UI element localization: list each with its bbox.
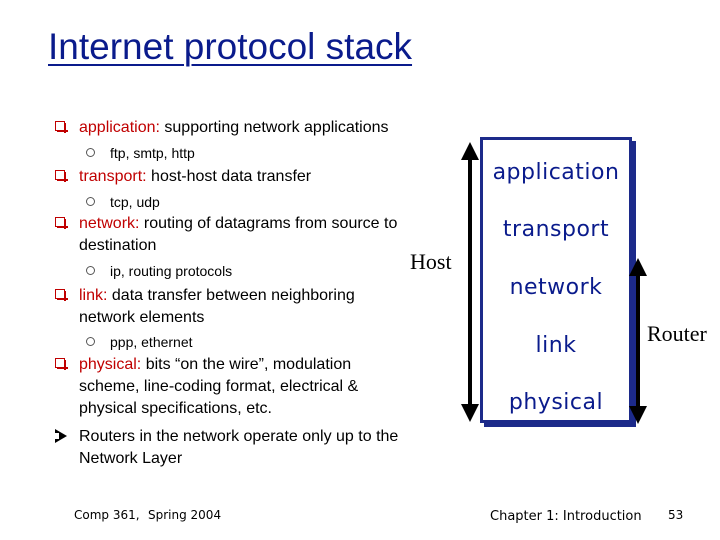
checkbox-bullet-icon: [55, 170, 68, 182]
router-note-text: Routers in the network operate only up t…: [79, 428, 399, 467]
circle-bullet-icon: [86, 197, 95, 206]
arrow-bullet-icon: [55, 429, 67, 443]
circle-bullet-icon: [86, 148, 95, 157]
host-span-arrow-icon: [461, 142, 479, 422]
layer-application: application: [492, 160, 620, 185]
bullet-text: supporting network applications: [159, 119, 389, 136]
layer-network: network: [509, 275, 603, 300]
footer-term: Spring 2004: [148, 508, 222, 522]
sub-bullet-text: ip, routing protocols: [110, 263, 233, 279]
circle-bullet-icon: [86, 337, 95, 346]
bullet-term: transport:: [79, 168, 147, 185]
sub-bullet-text: ppp, ethernet: [110, 334, 193, 350]
bullet-text: routing of datagrams from source to dest…: [79, 215, 398, 254]
checkbox-bullet-icon: [55, 121, 68, 133]
router-label: Router: [647, 321, 707, 346]
protocol-stack: application transport network link physi…: [480, 137, 632, 423]
bullet-term: physical:: [79, 356, 142, 373]
host-label: Host: [410, 249, 452, 274]
bullet-text: data transfer between neighboring networ…: [79, 287, 355, 326]
checkbox-bullet-icon: [55, 289, 68, 301]
checkbox-bullet-icon: [55, 358, 68, 370]
bullet-text: bits “on the wire”, modulation scheme, l…: [79, 356, 359, 417]
footer-course: Comp 361,: [74, 508, 140, 522]
layer-link: link: [535, 333, 577, 358]
layer-physical: physical: [508, 390, 604, 415]
bullet-text: host-host data transfer: [146, 168, 312, 185]
layer-transport: transport: [502, 217, 610, 242]
sub-bullet-text: ftp, smtp, http: [110, 145, 195, 161]
page-number: 53: [668, 508, 684, 522]
checkbox-bullet-icon: [55, 217, 68, 229]
bullet-term: application:: [79, 119, 160, 136]
bullet-term: network:: [79, 215, 140, 232]
sub-bullet-text: tcp, udp: [110, 194, 160, 210]
slide-title: Internet protocol stack: [48, 26, 413, 67]
footer-chapter: Chapter 1: Introduction: [490, 509, 642, 524]
bullet-term: link:: [79, 287, 108, 304]
router-span-arrow-icon: [629, 258, 647, 424]
circle-bullet-icon: [86, 266, 95, 275]
